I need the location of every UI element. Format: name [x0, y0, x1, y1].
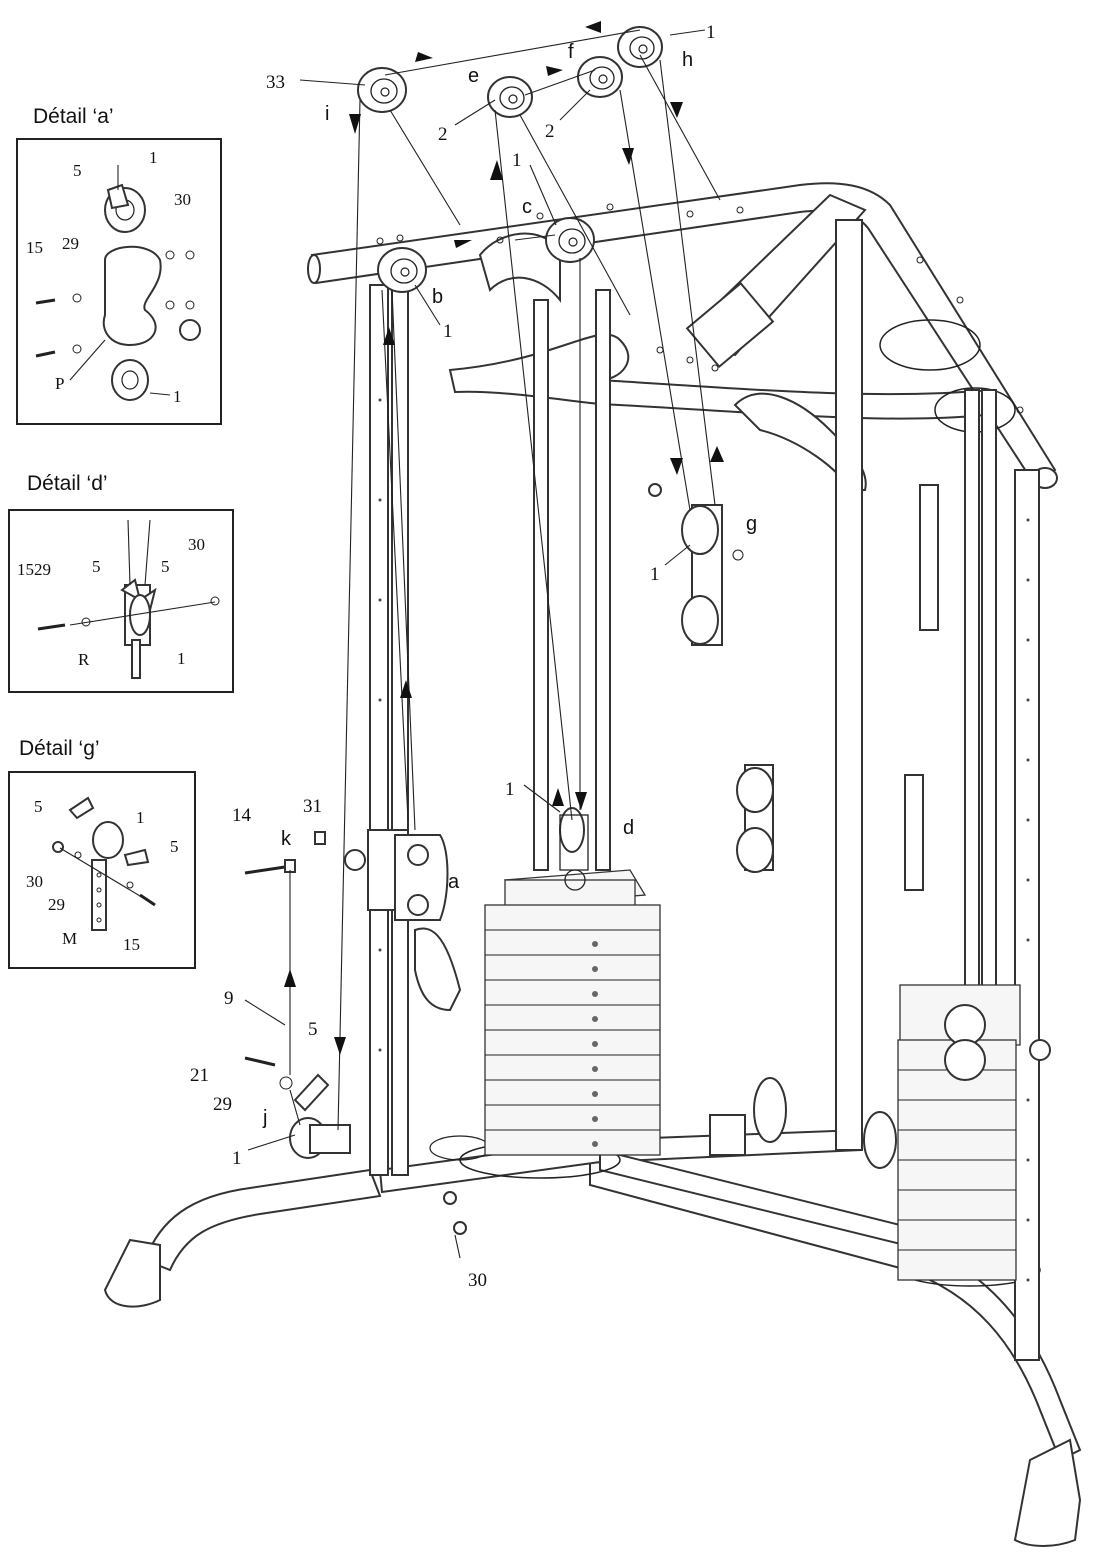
weight-stack-right — [897, 984, 1051, 1281]
cable-routing — [284, 21, 724, 1131]
label-f: f — [568, 41, 574, 63]
weight-stack-center — [484, 807, 661, 1156]
label-2-left: 2 — [438, 124, 448, 145]
top-pulleys — [357, 26, 663, 293]
uprights — [344, 219, 1040, 1361]
label-21: 21 — [190, 1065, 209, 1086]
pulley-i — [357, 67, 407, 113]
detail-d-label-30: 30 — [188, 535, 205, 554]
label-k: k — [281, 828, 292, 850]
pulley-h — [617, 26, 663, 68]
label-h: h — [682, 49, 693, 71]
detail-d-drawing — [37, 519, 220, 679]
label-29: 29 — [213, 1094, 232, 1115]
nuts-30 — [443, 1191, 467, 1235]
detail-g-label-5-right: 5 — [170, 837, 179, 856]
foot-left — [103, 1238, 161, 1308]
label-2-right: 2 — [545, 121, 555, 142]
detail-a-label-29: 29 — [62, 234, 79, 253]
label-1-top-right: 1 — [706, 22, 716, 43]
detail-d-label-1: 1 — [177, 649, 186, 668]
label-1-j: 1 — [232, 1148, 242, 1169]
label-a: a — [448, 871, 460, 893]
leader-lines — [244, 29, 706, 1259]
detail-g-drawing — [52, 796, 156, 931]
detail-d-label-R: R — [78, 650, 90, 669]
label-j: j — [262, 1107, 267, 1129]
detail-d-label-5-right: 5 — [161, 557, 170, 576]
detail-g-label-M: M — [62, 929, 77, 948]
label-1-upper: 1 — [512, 150, 522, 171]
detail-a-label-1-top: 1 — [149, 148, 158, 167]
bracket-mid — [736, 764, 774, 873]
label-1-b: 1 — [443, 321, 453, 342]
foot-right — [1013, 1438, 1082, 1547]
label-i: i — [325, 103, 329, 125]
detail-a-label-30: 30 — [174, 190, 191, 209]
label-b: b — [432, 286, 443, 308]
detail-d-title: Détail ‘d’ — [27, 472, 108, 495]
part-k — [244, 831, 326, 875]
detail-a-label-5: 5 — [73, 161, 82, 180]
detail-a-drawing — [35, 165, 201, 401]
detail-g-label-30: 30 — [26, 872, 43, 891]
detail-a-labels: 5 1 30 15 29 P 1 — [26, 148, 191, 406]
pulley-b — [377, 247, 427, 293]
bracket-a — [394, 834, 462, 1012]
top-frame — [307, 182, 1058, 491]
floor-pulley-j — [244, 1056, 351, 1159]
bracket-right — [904, 484, 939, 891]
label-g: g — [746, 513, 757, 535]
pulley-f — [577, 56, 623, 98]
bracket-g — [648, 483, 744, 646]
label-31: 31 — [303, 796, 322, 817]
detail-g-title: Détail ‘g’ — [19, 737, 100, 760]
detail-a-label-1-bottom: 1 — [173, 387, 182, 406]
label-5: 5 — [308, 1019, 318, 1040]
label-d: d — [623, 817, 634, 839]
detail-g-label-1: 1 — [136, 808, 145, 827]
label-c: c — [522, 196, 532, 218]
label-14: 14 — [232, 805, 252, 826]
label-1-g: 1 — [650, 564, 660, 585]
detail-a-label-P: P — [55, 374, 64, 393]
floor-pulley-mid — [709, 1077, 897, 1169]
detail-d-label-5-left: 5 — [92, 557, 101, 576]
detail-g-label-29: 29 — [48, 895, 65, 914]
label-33: 33 — [266, 72, 285, 93]
label-9: 9 — [224, 988, 234, 1009]
detail-d-label-1529: 1529 — [17, 560, 51, 579]
detail-g-labels: 5 1 5 30 29 M 15 — [26, 797, 179, 954]
detail-d-box — [8, 509, 234, 693]
detail-g-label-15: 15 — [123, 935, 140, 954]
label-1-d: 1 — [505, 779, 515, 800]
label-e: e — [468, 65, 479, 87]
detail-g-label-5-top: 5 — [34, 797, 43, 816]
label-30: 30 — [468, 1270, 487, 1291]
detail-d-labels: 30 1529 5 5 R 1 — [17, 535, 205, 669]
pulley-e — [487, 76, 533, 118]
main-labels: 1 h f e 33 i 2 2 1 c b 1 g 1 1 d 14 31 k… — [190, 22, 757, 1291]
pulley-c — [545, 217, 595, 263]
detail-a-title: Détail ‘a’ — [33, 105, 114, 128]
detail-a-label-15: 15 — [26, 238, 43, 257]
